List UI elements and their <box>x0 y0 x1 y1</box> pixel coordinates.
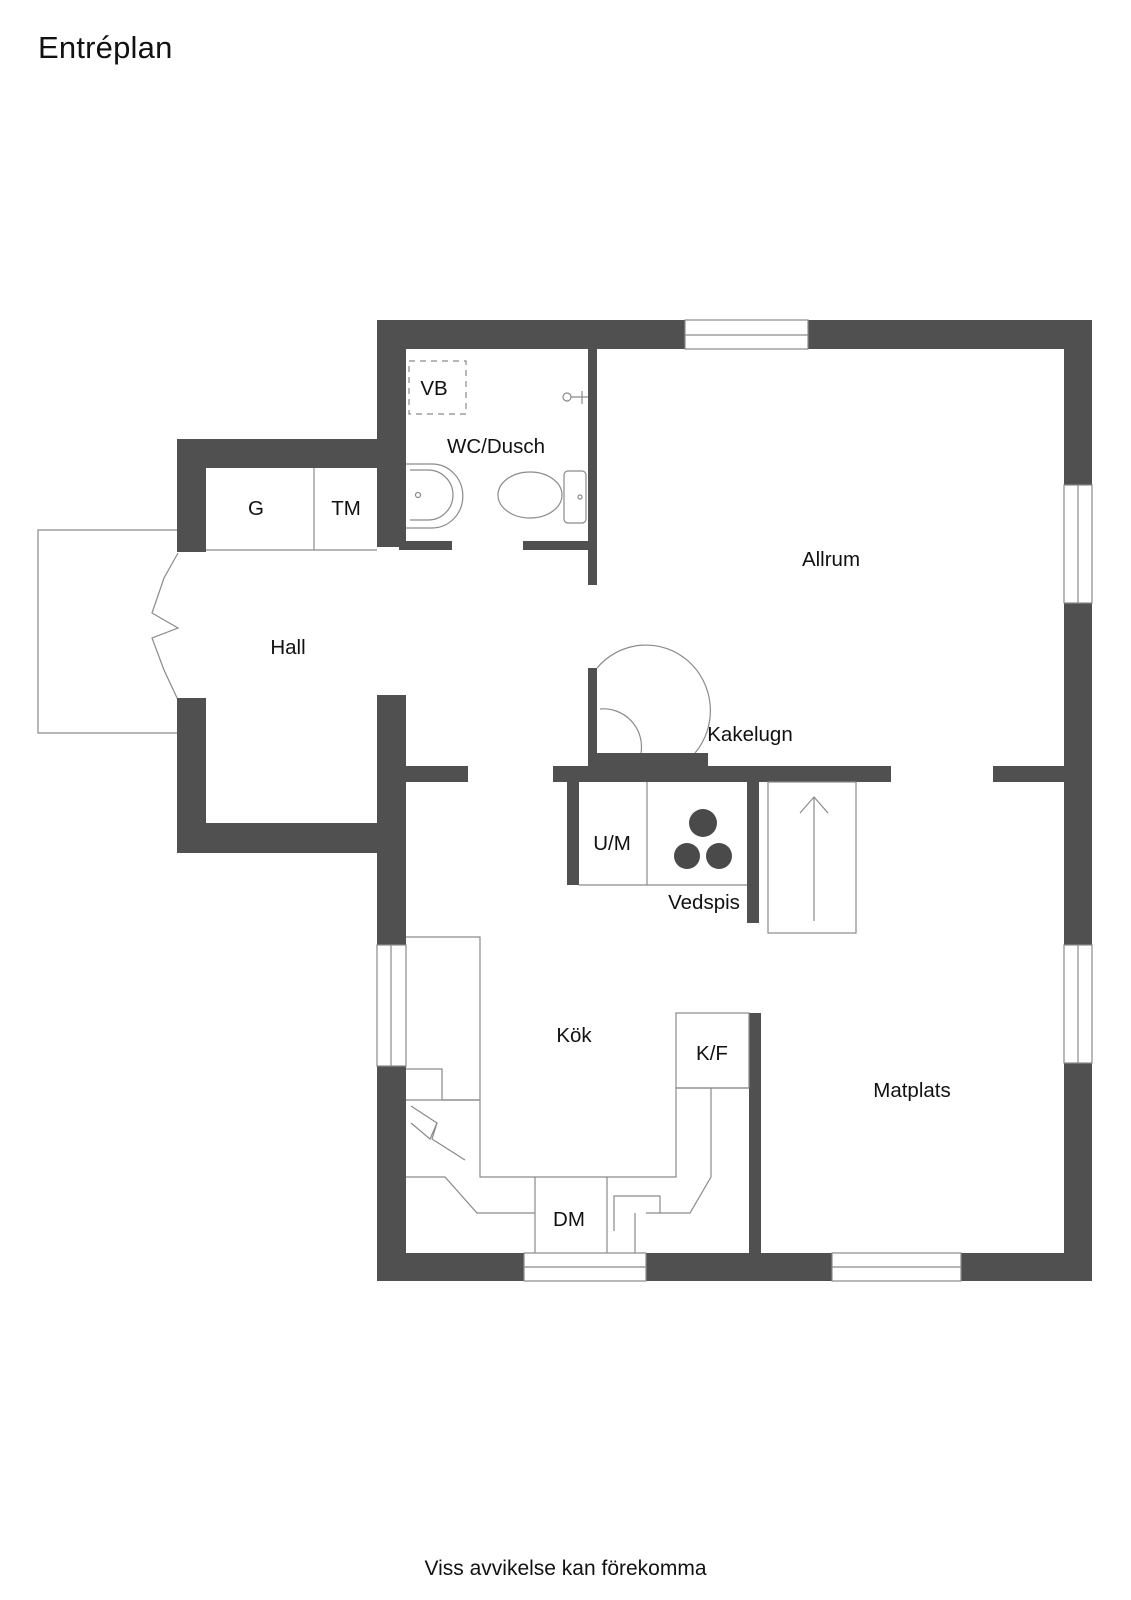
label-vb: VB <box>420 377 447 400</box>
label-matplats: Matplats <box>873 1079 950 1102</box>
page-title: Entréplan <box>38 30 173 65</box>
label-tm: TM <box>331 497 361 520</box>
room-labels: VB WC/Dusch G TM Hall Allrum Kakelugn U/… <box>248 377 951 1231</box>
closet-fixtures <box>206 468 377 551</box>
kitchen-counters <box>406 936 750 1253</box>
label-kakelugn: Kakelugn <box>707 723 792 746</box>
label-hall: Hall <box>270 636 305 659</box>
label-wc: WC/Dusch <box>447 435 545 458</box>
label-g: G <box>248 497 264 520</box>
label-um: U/M <box>593 832 631 855</box>
label-kf: K/F <box>696 1042 728 1065</box>
bathroom-fixtures <box>406 360 588 529</box>
label-vedspis: Vedspis <box>668 891 740 914</box>
interior-walls <box>399 349 1064 1253</box>
tiled-stove <box>596 644 712 754</box>
staircase <box>767 781 857 934</box>
label-dm: DM <box>553 1208 585 1231</box>
exterior-walls <box>177 320 1092 1281</box>
windows <box>376 319 1093 1282</box>
kitchen-stove-area <box>579 782 747 886</box>
label-kok: Kök <box>556 1024 592 1047</box>
label-allrum: Allrum <box>802 548 860 571</box>
entrance-porch <box>37 529 180 734</box>
disclaimer-text: Viss avvikelse kan förekomma <box>424 1557 707 1580</box>
